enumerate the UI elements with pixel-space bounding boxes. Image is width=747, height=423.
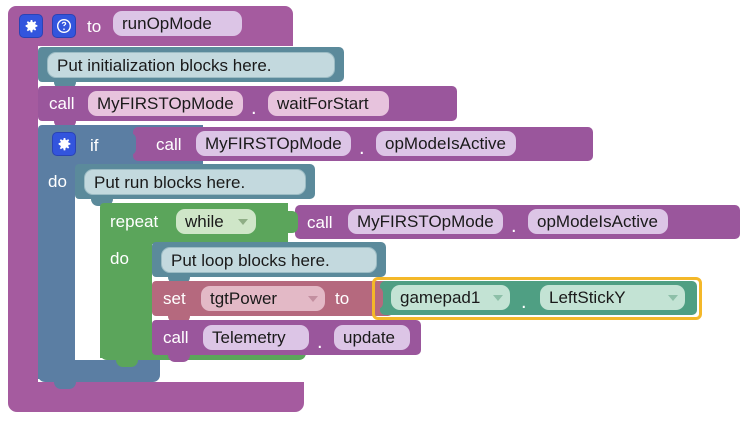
init-comment-field: Put initialization blocks here. — [47, 52, 335, 78]
call-telemetry-object-text: Telemetry — [212, 328, 286, 347]
if-do-keyword: do — [48, 172, 67, 191]
gamepad-block-socket — [373, 287, 383, 309]
repeat-mode-text: while — [185, 212, 224, 231]
repeat-keyword: repeat — [110, 212, 159, 231]
repeat-condition-method-text: opModeIsActive — [537, 212, 658, 231]
call-telemetry-method-text: update — [343, 328, 395, 347]
run-comment-text: Put run blocks here. — [94, 172, 246, 192]
if-condition-separator: . — [359, 137, 365, 159]
call-wait-keyword: call — [49, 94, 75, 113]
set-block-bottom-notch — [168, 316, 190, 323]
call-telemetry-object-field[interactable]: Telemetry — [203, 325, 309, 350]
repeat-condition-object-text: MyFIRSTOpMode — [357, 212, 494, 231]
procedure-bottom-fill — [8, 382, 304, 402]
if-block-bottom-notch — [54, 382, 76, 389]
if-condition-method-text: opModeIsActive — [385, 134, 506, 153]
call-telemetry-separator: . — [317, 331, 323, 353]
if-block-left-spine — [38, 164, 75, 379]
call-telemetry-bottom-notch — [168, 355, 190, 362]
init-comment-bottom-notch — [54, 82, 76, 89]
gamepad-property-chevron-down-icon[interactable] — [668, 295, 678, 301]
call-wait-object-text: MyFIRSTOpMode — [97, 94, 234, 113]
call-wait-method-text: waitForStart — [277, 94, 369, 113]
loop-comment-text: Put loop blocks here. — [171, 250, 330, 270]
set-keyword: set — [163, 289, 186, 308]
call-wait-object-field[interactable]: MyFIRSTOpMode — [88, 91, 243, 116]
repeat-block-bottom-notch — [116, 360, 138, 367]
call-wait-bottom-notch — [54, 121, 76, 128]
gamepad-separator: . — [521, 291, 527, 313]
gamepad-property-dropdown[interactable]: LeftStickY — [540, 285, 685, 310]
repeat-condition-keyword: call — [307, 213, 333, 232]
set-variable-text: tgtPower — [210, 289, 278, 308]
help-icon[interactable] — [52, 14, 76, 38]
if-condition-method-field[interactable]: opModeIsActive — [376, 131, 516, 156]
repeat-condition-separator: . — [511, 215, 517, 237]
call-telemetry-keyword: call — [163, 328, 189, 347]
if-block-bottom-foot — [38, 360, 160, 382]
procedure-left-spine — [8, 40, 38, 395]
if-condition-keyword: call — [156, 135, 182, 154]
call-wait-separator: . — [251, 97, 257, 119]
set-variable-chevron-down-icon[interactable] — [308, 296, 318, 302]
repeat-condition-socket — [288, 211, 298, 233]
repeat-condition-method-field[interactable]: opModeIsActive — [528, 209, 668, 234]
gear-icon[interactable] — [19, 14, 43, 38]
init-comment-text: Put initialization blocks here. — [57, 55, 272, 75]
procedure-name-field[interactable]: runOpMode — [113, 11, 242, 36]
loop-comment-bottom-notch — [168, 277, 190, 284]
if-condition-object-text: MyFIRSTOpMode — [205, 134, 342, 153]
gamepad-object-text: gamepad1 — [400, 288, 481, 307]
repeat-mode-chevron-down-icon[interactable] — [238, 219, 248, 225]
loop-comment-field: Put loop blocks here. — [161, 247, 377, 273]
set-to-keyword: to — [335, 289, 350, 308]
call-telemetry-method-field[interactable]: update — [334, 325, 410, 350]
if-gear-icon[interactable] — [52, 132, 76, 156]
procedure-name-text: runOpMode — [122, 14, 212, 33]
run-comment-field: Put run blocks here. — [84, 169, 306, 195]
set-variable-dropdown[interactable]: tgtPower — [201, 286, 325, 311]
if-keyword: if — [90, 136, 99, 155]
gamepad-object-dropdown[interactable]: gamepad1 — [391, 285, 510, 310]
repeat-do-keyword: do — [110, 249, 129, 268]
procedure-keyword-to: to — [87, 17, 102, 36]
repeat-condition-object-field[interactable]: MyFIRSTOpMode — [348, 209, 503, 234]
if-condition-object-field[interactable]: MyFIRSTOpMode — [196, 131, 351, 156]
gamepad-object-chevron-down-icon[interactable] — [493, 295, 503, 301]
gamepad-property-text: LeftStickY — [549, 288, 626, 307]
run-comment-bottom-notch — [91, 199, 113, 206]
call-wait-method-field[interactable]: waitForStart — [268, 91, 389, 116]
if-condition-socket — [126, 133, 136, 155]
